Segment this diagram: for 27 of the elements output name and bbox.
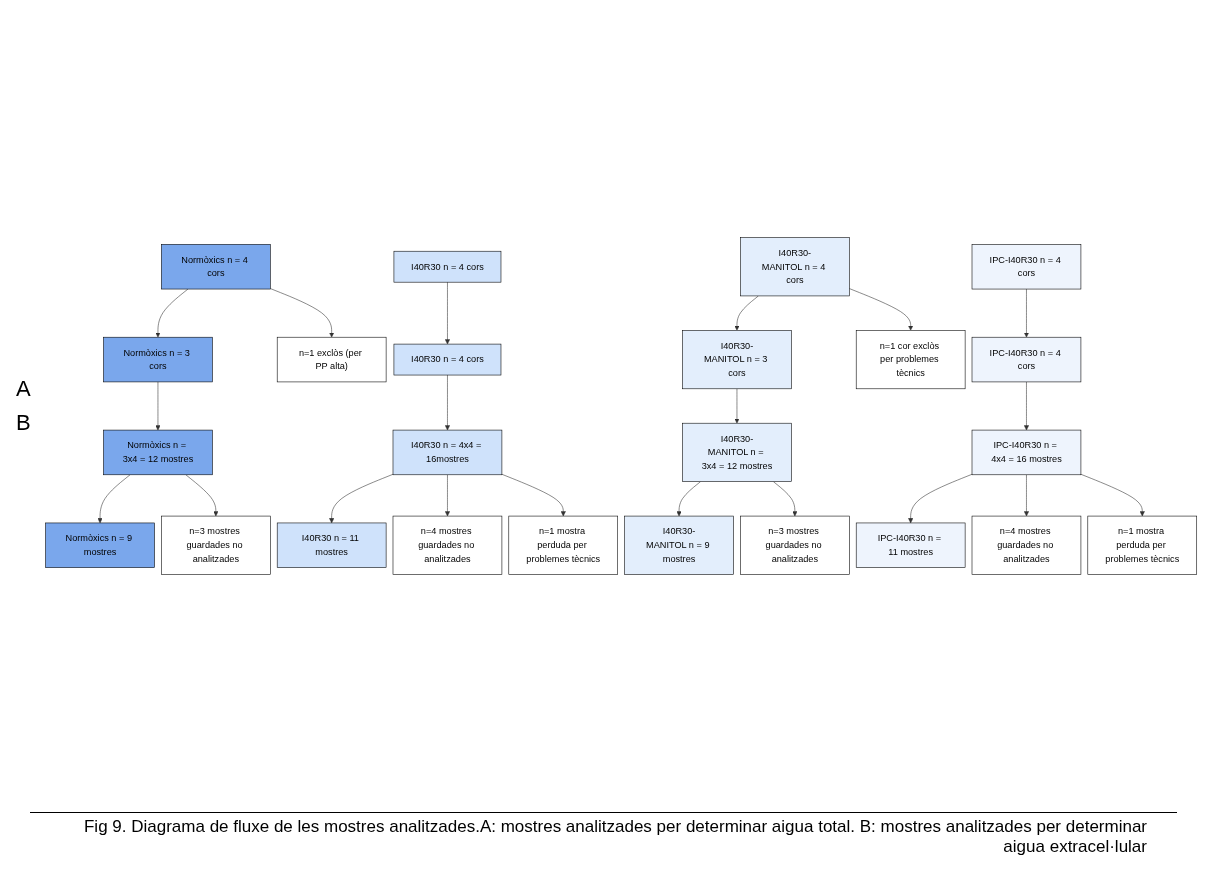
node-box: I40R30-MANITOL n = 9 mostres xyxy=(624,515,734,575)
node-box: I40R30 n = 4 cors xyxy=(393,250,501,283)
node-box: IPC-I40R30 n = 4x4 = 16 mostres xyxy=(971,429,1081,476)
node-box: n=4 mostres guardades no analitzades xyxy=(392,515,502,575)
node-box: Normòxics n = 9 mostres xyxy=(45,522,155,568)
figure-caption: Fig 9. Diagrama de fluxe de les mostres analitzades.A: mostres analitzades per determinar aigua total. B: mostres analitzades per determinar aigua extracel·lular xyxy=(83,817,1147,857)
node-box: I40R30 n = 11 mostres xyxy=(276,522,387,568)
node-box: Normòxics n = 3x4 = 12 mostres xyxy=(102,429,213,476)
node-box: n=4 mostres guardades no analitzades xyxy=(971,515,1081,575)
node-box: I40R30-MANITOL n = 3 cors xyxy=(681,330,792,390)
node-box: Normòxics n = 4 cors xyxy=(160,244,271,290)
node-box: IPC-I40R30 n = 4 cors xyxy=(971,244,1081,290)
node-box: I40R30 n = 4x4 = 16mostres xyxy=(392,429,502,476)
node-box: I40R30 n = 4 cors xyxy=(393,343,501,376)
node-box: n=1 cor exclòs per problemes tècnics xyxy=(855,330,966,390)
node-box: n=1 mostra perduda per problemes tècnics xyxy=(1087,515,1197,575)
node-box: I40R30-MANITOL n = 3x4 = 12 mostres xyxy=(681,422,792,482)
node-box: I40R30-MANITOL n = 4 cors xyxy=(739,237,850,297)
node-box: n=1 mostra perduda per problemes tècnics xyxy=(508,515,618,575)
bracket-letter: B xyxy=(16,410,31,436)
node-box: IPC-I40R30 n = 11 mostres xyxy=(855,522,966,568)
node-box: n=1 exclòs (per PP alta) xyxy=(276,336,387,383)
bracket-letter: A xyxy=(16,376,31,402)
node-box: IPC-I40R30 n = 4 cors xyxy=(971,336,1081,383)
node-box: Normòxics n = 3 cors xyxy=(102,336,213,383)
node-box: n=3 mostres guardades no analitzades xyxy=(739,515,850,575)
node-box: n=3 mostres guardades no analitzades xyxy=(160,515,271,575)
